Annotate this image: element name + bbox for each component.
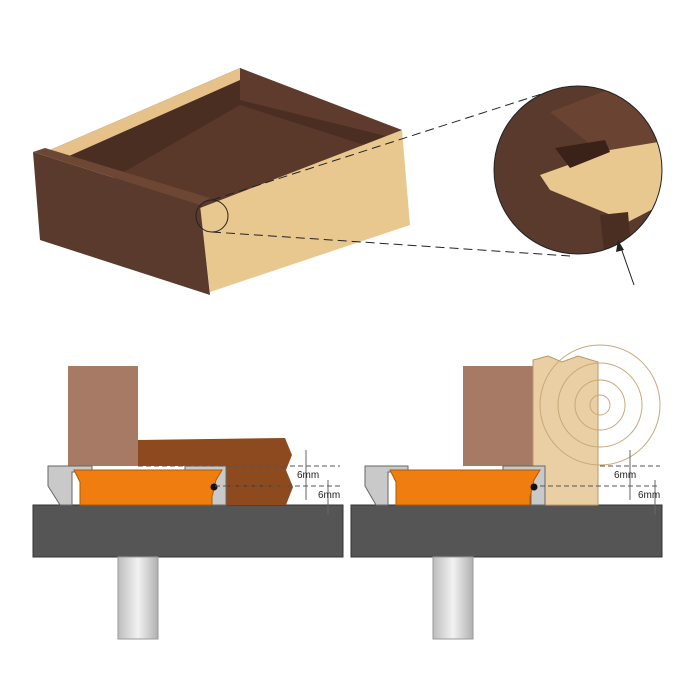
drawer-front-panel [33,152,210,295]
drawer-front-top [33,148,210,205]
drawer-left-side [50,68,240,160]
leader-line-top [211,87,561,201]
pointer-arrow [619,244,635,286]
dimension-label: 6mm [638,490,660,501]
drawer-illustration [33,68,571,295]
dimension-label: 6mm [297,470,319,481]
fence-block-right [463,366,533,466]
right-router-setup: 6mm 6mm [350,344,663,640]
drawer-right-back [240,68,402,140]
dimension-label: 6mm [318,490,340,501]
bearing-dot-right [530,483,538,491]
cutter-bit-right [389,469,541,506]
arrow-head-icon [616,240,624,252]
fence-block-left [68,366,138,466]
router-table-right [350,504,663,558]
dimension-label: 6mm [614,470,636,481]
cutter-bit-left [73,469,223,506]
router-table-left [32,504,344,558]
leader-line-bottom [211,231,571,257]
joint-detail-magnified [493,85,663,286]
left-router-setup: 6mm 6mm [32,366,344,640]
shank-left [117,556,159,640]
bearing-guard-left [47,465,93,506]
shank-right [432,556,474,640]
bearing-dot-left [210,483,218,491]
drawer-bottom [110,105,380,210]
drawer-side-oak [200,130,410,292]
